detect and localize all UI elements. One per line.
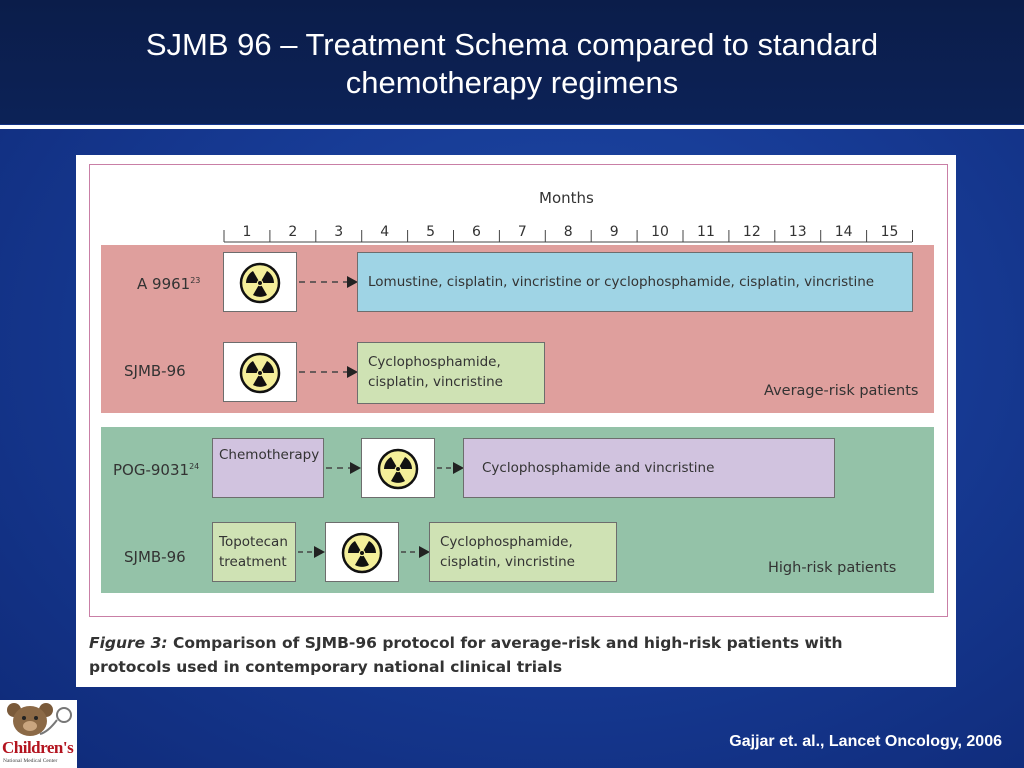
reference-24: 24 [189,462,200,471]
radiation-icon [375,448,421,490]
reference-23: 23 [190,276,201,285]
chemo-box-pog9031-maintenance-text: Cyclophosphamide and vincristine [482,460,715,476]
chemo-box-sjmb96-average: Cyclophosphamide, cisplatin, vincristine [357,342,545,404]
month-label-9: 9 [610,224,619,240]
citation: Gajjar et. al., Lancet Oncology, 2006 [729,733,1002,750]
logo-wordmark: Children's [2,738,74,757]
radiation-box-pog9031 [361,438,435,498]
axis-ticks [223,230,913,242]
chemo-box-pog9031-maintenance: Cyclophosphamide and vincristine [463,438,835,498]
month-label-15: 15 [881,224,899,240]
slide-title-line-2: chemotherapy regimens [345,65,679,100]
radiation-icon [237,352,283,394]
month-label-14: 14 [835,224,853,240]
month-label-8: 8 [564,224,573,240]
row-label-pog9031-text: POG-9031 [113,461,190,479]
figure-panel [76,155,956,687]
month-label-5: 5 [426,224,435,240]
month-label-2: 2 [288,224,297,240]
figure-frame [89,164,948,617]
month-label-10: 10 [651,224,669,240]
row-label-a9961: A 996123 [137,275,200,293]
chemo-box-sjmb96-high-line-1: Cyclophosphamide, [440,534,573,550]
chemo-box-pog9031-initial-text: Chemotherapy [219,447,320,463]
slide-title-line-1: SJMB 96 – Treatment Schema compared to s… [145,27,879,62]
figure-caption: Figure 3: Comparison of SJMB-96 protocol… [89,631,929,679]
high-risk-label: High-risk patients [768,560,897,576]
chemo-box-sjmb96-high: Cyclophosphamide, cisplatin, vincristine [429,522,617,582]
topotecan-box-line-2: treatment [219,554,287,570]
caption-text: Comparison of SJMB-96 protocol for avera… [89,634,843,676]
logo-subtext: National Medical Center [3,758,58,764]
radiation-box-sjmb96-high [325,522,399,582]
radiation-icon [237,262,283,304]
month-label-3: 3 [334,224,343,240]
month-label-7: 7 [518,224,527,240]
dashed-arrow-icon [296,545,326,559]
title-divider [0,125,1024,129]
row-label-sjmb96-average: SJMB-96 [124,362,186,380]
radiation-box-a9961 [223,252,297,312]
title-bar [0,0,1024,124]
row-label-a9961-text: A 9961 [137,275,191,293]
month-label-4: 4 [380,224,389,240]
month-label-6: 6 [472,224,481,240]
radiation-box-sjmb96-average [223,342,297,402]
dashed-arrow-icon [297,365,359,379]
average-risk-label: Average-risk patients [764,383,919,399]
dashed-arrow-icon [297,275,359,289]
caption-figure-number: Figure 3: [89,634,168,652]
chemo-box-sjmb96-average-line-2: cisplatin, vincristine [368,374,503,390]
row-label-pog9031: POG-903124 [113,461,199,479]
chemo-box-sjmb96-high-line-2: cisplatin, vincristine [440,554,575,570]
chemo-box-a9961: Lomustine, cisplatin, vincristine or cyc… [357,252,913,312]
radiation-icon [339,532,385,574]
topotecan-box-line-1: Topotecan [219,534,288,550]
month-label-11: 11 [697,224,715,240]
row-label-sjmb96-high: SJMB-96 [124,548,186,566]
chemo-box-sjmb96-average-line-1: Cyclophosphamide, [368,354,501,370]
teddy-bear-icon [7,703,72,736]
childrens-logo: Children's National Medical Center [0,700,77,768]
month-label-12: 12 [743,224,761,240]
chemo-box-a9961-text: Lomustine, cisplatin, vincristine or cyc… [368,274,875,290]
axis-label: Months [539,189,594,207]
chemo-box-pog9031-initial: Chemotherapy [212,438,324,498]
month-label-13: 13 [789,224,807,240]
dashed-arrow-icon [435,461,465,475]
slide-title: SJMB 96 – Treatment Schema compared to s… [0,26,1024,102]
dashed-arrow-icon [324,461,362,475]
month-label-1: 1 [242,224,251,240]
dashed-arrow-icon [399,545,431,559]
topotecan-box: Topotecan treatment [212,522,296,582]
